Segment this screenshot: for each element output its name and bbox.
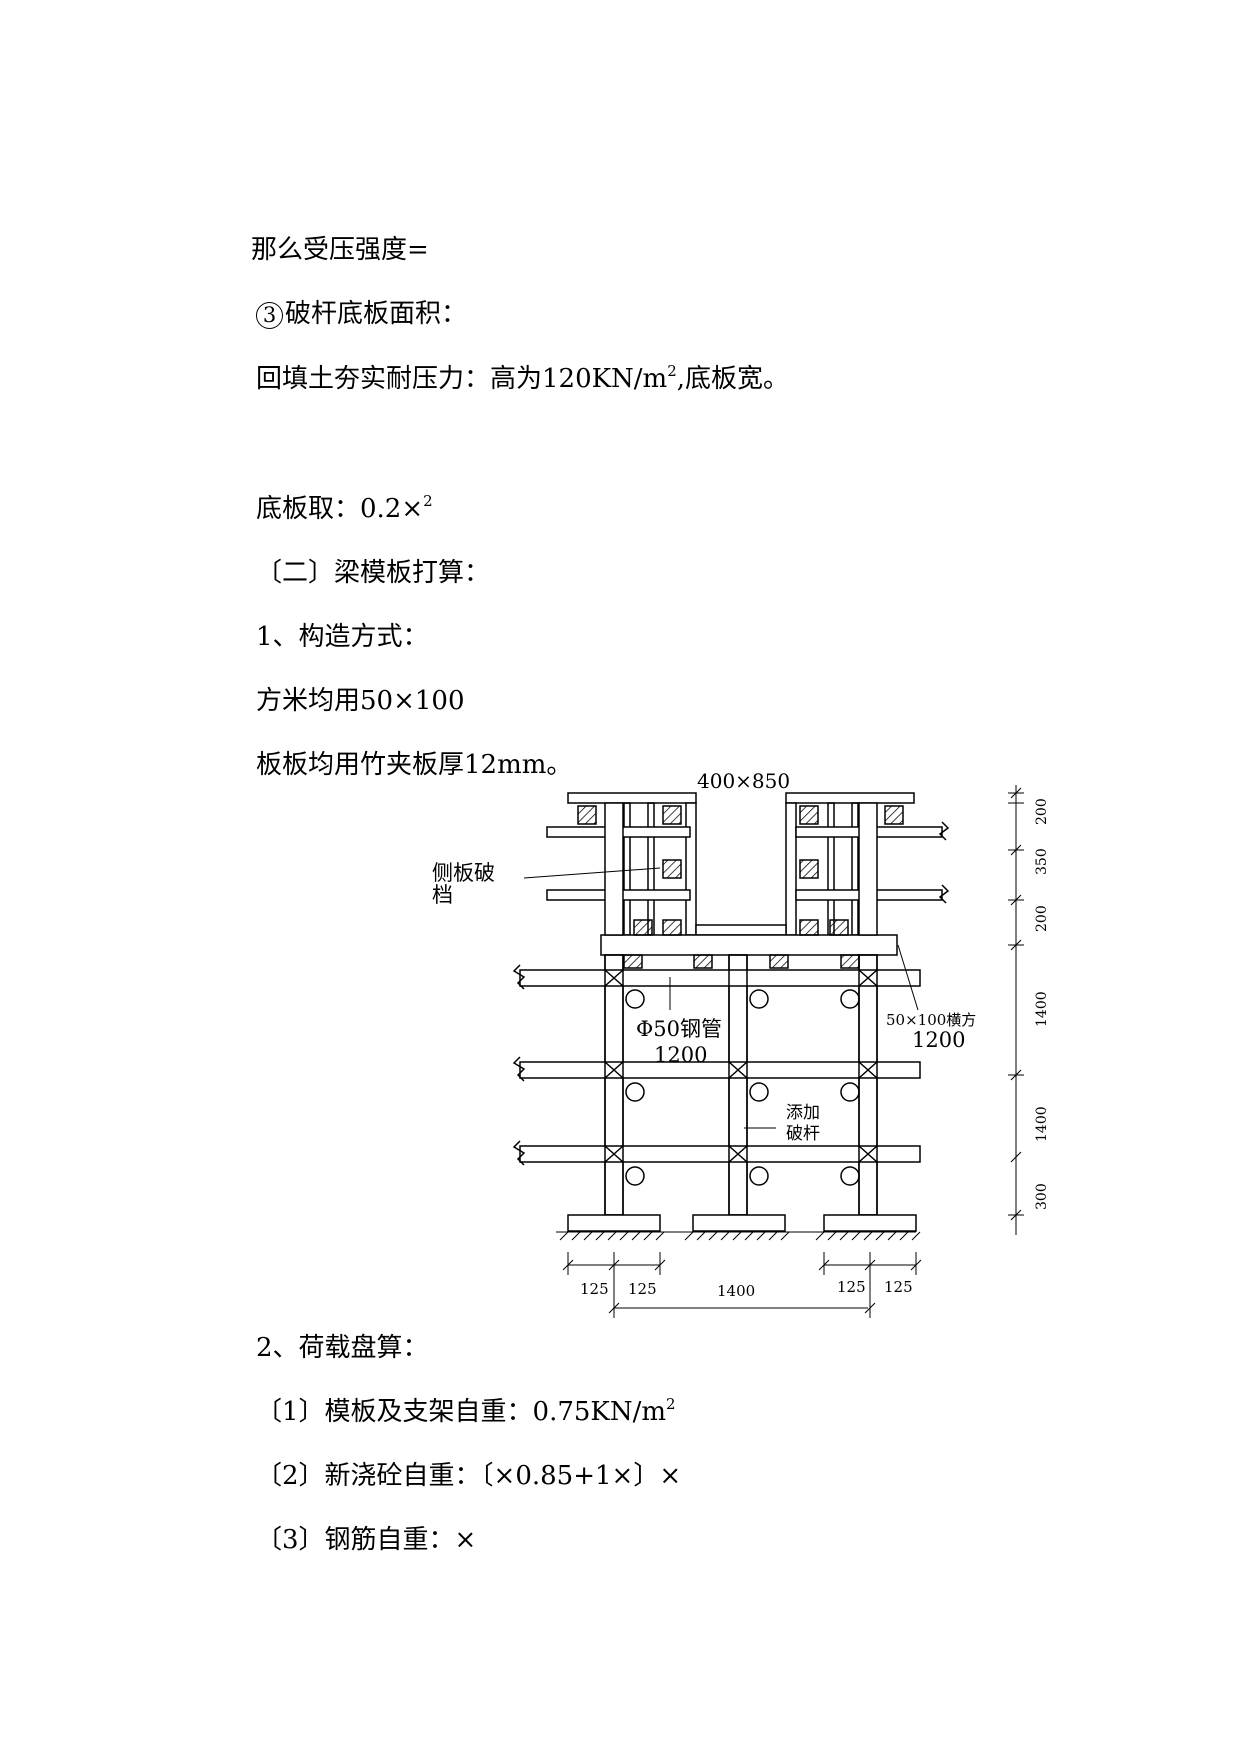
text-line-9: 2、荷载盘算： [256,1333,429,1363]
dim-1400-bottom: 1400 [717,1282,755,1300]
pipe-spacing-label: 1200 [654,1043,707,1067]
text-line-1: 那么受压强度= [251,235,429,265]
text-line-4: 底板取：0.2×2 [256,494,433,524]
superscript: 2 [666,1395,676,1413]
timber-spacing-label: 1200 [912,1028,965,1052]
dim-300: 300 [1034,1183,1050,1210]
dim-125-1: 125 [580,1280,609,1298]
text-line-5: 〔二〕梁模板打算： [256,558,491,588]
text-line-12: 〔3〕钢筋自重：× [256,1525,477,1555]
dim-125-4: 125 [884,1278,913,1296]
side-board-label-1: 侧板破 [432,861,495,885]
dim-200-top: 200 [1034,798,1050,825]
text-line-6: 1、构造方式： [256,622,429,652]
text-line-10: 〔1〕模板及支架自重：0.75KN/m2 [256,1397,676,1427]
text-line-3-a: 回填土夯实耐压力：高为120KN/m [256,364,668,394]
text-line-7: 方米均用50×100 [256,686,465,716]
text-line-3: 回填土夯实耐压力：高为120KN/m2,底板宽。 [256,364,790,394]
beam-size-label: 400×850 [697,769,790,793]
dim-200-mid: 200 [1034,905,1050,932]
dim-350: 350 [1034,848,1050,875]
added-pole-label-2: 破杆 [786,1124,820,1144]
dim-1400-upper: 1400 [1034,991,1050,1027]
steel-pipe-label: Φ50钢管 [636,1017,722,1041]
text-line-11: 〔2〕新浇砼自重：〔×0.85+1×〕× [256,1461,682,1491]
text-line-8: 板板均用竹夹板厚12mm。 [256,750,573,780]
text-line-10-a: 〔1〕模板及支架自重：0.75KN/m [256,1397,667,1427]
dim-1400-lower: 1400 [1034,1106,1050,1142]
superscript: 2 [423,492,433,510]
added-pole-label-1: 添加 [786,1103,820,1123]
text-line-2-content: 破杆底板面积： [285,299,468,329]
text-line-4-a: 底板取：0.2× [256,494,424,524]
timber-label: 50×100横方 [886,1011,976,1029]
dim-125-2: 125 [628,1280,657,1298]
text-line-3-b: ,底板宽。 [676,364,790,394]
dim-125-3: 125 [837,1278,866,1296]
superscript: 2 [667,362,677,380]
side-board-label-2: 档 [432,883,453,907]
circled-number: 3 [256,301,283,329]
